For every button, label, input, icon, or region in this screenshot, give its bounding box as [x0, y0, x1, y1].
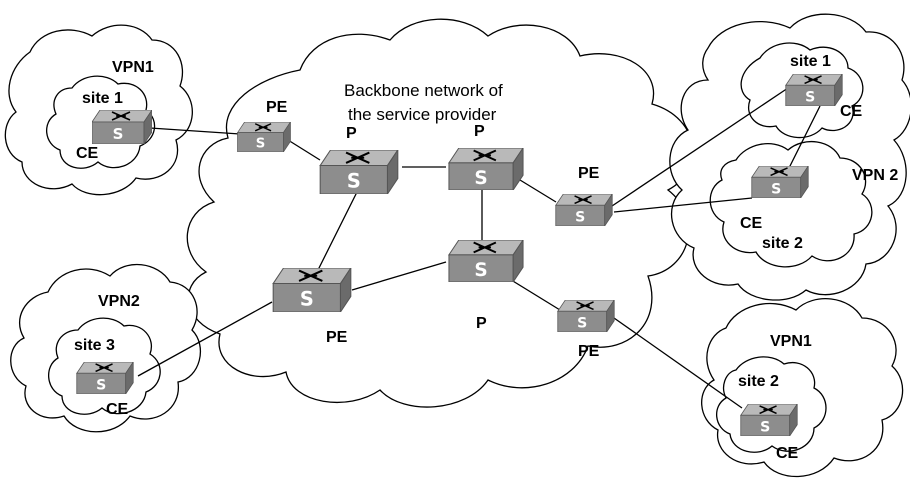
pe-top-left-label: PE	[266, 99, 288, 116]
vpn2-left-site-label: site 3	[74, 337, 115, 354]
switch-icon	[75, 362, 135, 394]
vpn1-left-site-label: site 1	[82, 90, 123, 107]
vpn1-right-site-label: site 2	[738, 373, 779, 390]
link-ce-site1-to-ce-site2	[787, 105, 821, 171]
right-site1-ce-label: CE	[840, 103, 863, 120]
vpn1-left-ce-label: CE	[76, 145, 99, 162]
backbone-title-line1: Backbone network of	[344, 81, 503, 100]
link-pe-bottom-left-to-p-bottom	[351, 261, 447, 291]
switch-icon	[92, 110, 152, 144]
pe-right-bottom-label: PE	[578, 343, 600, 360]
vpn1-right-label: VPN1	[770, 333, 812, 350]
vpn1-left-label: VPN1	[112, 59, 154, 76]
switch-icon	[447, 240, 525, 282]
switch-icon	[739, 404, 799, 436]
switch-icon	[554, 194, 614, 226]
backbone-cloud	[186, 18, 694, 408]
switch-icon	[236, 122, 292, 152]
link-pe-right-top-to-ce-site1	[611, 87, 789, 207]
link-pe-right-bottom-to-ce-vpn1-right	[613, 317, 743, 409]
switch-icon	[447, 148, 525, 190]
right-site2-ce-label: CE	[740, 215, 763, 232]
link-ce-vpn1-left-to-pe	[149, 127, 241, 135]
p-left-label: P	[346, 125, 357, 142]
switch-icon	[272, 268, 352, 312]
switch-icon	[318, 150, 400, 194]
switch-icon	[750, 166, 810, 198]
switch-icon	[784, 74, 844, 106]
p-bottom-label: P	[476, 315, 487, 332]
link-pe-right-top-to-ce-site2	[613, 197, 753, 213]
link-pe-to-p-left	[287, 139, 321, 161]
p-right-label: P	[474, 123, 485, 140]
link-pe-bottom-left-to-ce-site3	[137, 301, 273, 377]
pe-right-top-label: PE	[578, 165, 600, 182]
link-p-left-to-pe-bottom-left	[317, 189, 359, 271]
vpn1-right-ce-label: CE	[776, 445, 799, 462]
right-site2-label: site 2	[762, 235, 803, 252]
right-vpn2-label: VPN 2	[852, 167, 898, 184]
links	[137, 87, 821, 409]
right-site1-label: site 1	[790, 53, 831, 70]
vpn2-left-label: VPN2	[98, 293, 140, 310]
link-p-right-to-pe-right-top	[519, 179, 557, 203]
vpn2-left-ce-label: CE	[106, 401, 129, 418]
backbone-title-line2: the service provider	[348, 105, 497, 124]
pe-bottom-left-label: PE	[326, 329, 348, 346]
right-site2-cloud	[709, 140, 873, 268]
link-p-bottom-to-pe-right-bottom	[507, 277, 561, 311]
switch-icon	[556, 300, 616, 332]
